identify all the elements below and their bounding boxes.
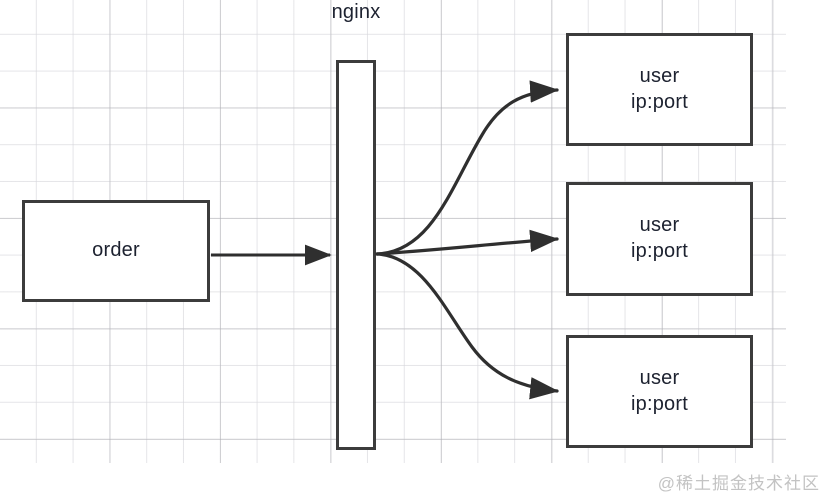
user-node-1-label-line1: user [639, 64, 680, 87]
order-node-label: order [92, 239, 140, 262]
user-node-3-label-line1: user [639, 366, 680, 389]
user-node-1[interactable]: user ip:port [566, 33, 753, 146]
order-node[interactable]: order [22, 200, 210, 302]
nginx-bar-node[interactable] [336, 60, 376, 450]
user-node-2-label-line2: ip:port [631, 240, 688, 262]
user-node-3-label-line2: ip:port [631, 392, 688, 415]
user-node-1-label-line2: ip:port [631, 90, 688, 113]
nginx-label: nginx [331, 1, 381, 23]
user-node-3[interactable]: user ip:port [566, 335, 753, 448]
user-node-2-label-line1: user [639, 214, 680, 237]
watermark-text: @稀土掘金技术社区 [657, 474, 820, 493]
user-node-2[interactable]: user ip:port [566, 182, 753, 296]
